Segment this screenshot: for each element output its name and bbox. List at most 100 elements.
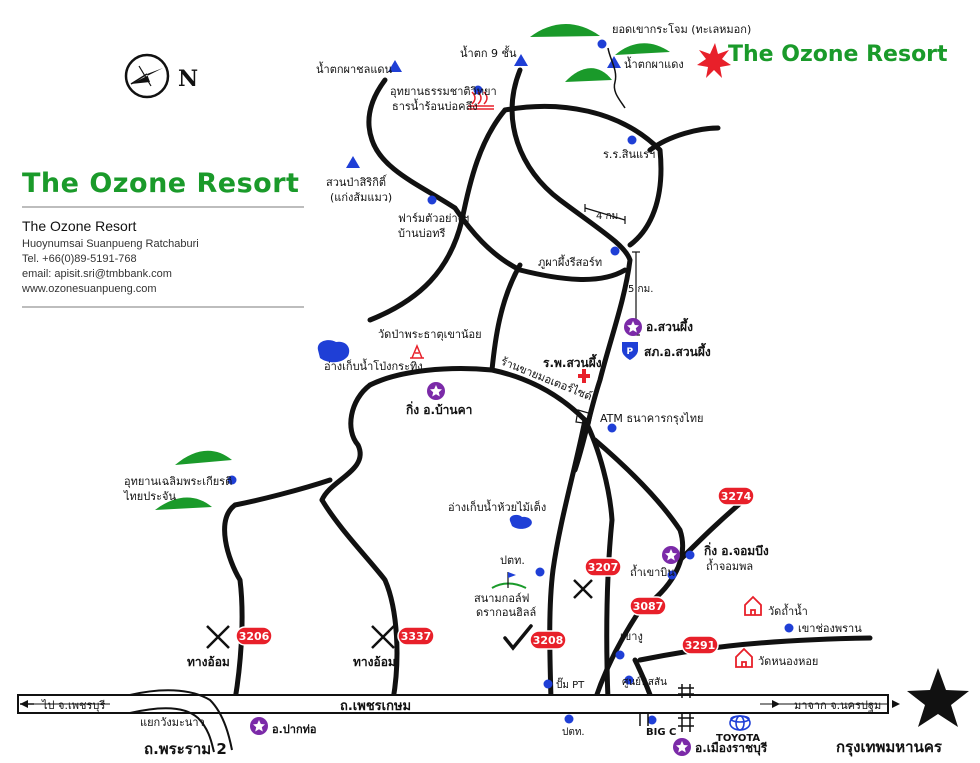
divider-top <box>22 206 304 208</box>
arrow-in-icon <box>772 700 780 708</box>
svg-text:3206: 3206 <box>239 630 270 643</box>
district-star-icon <box>427 382 445 400</box>
label-school-sinrae: ร.ร.สินแร่ฯ <box>603 148 655 161</box>
poi-dot <box>667 570 677 580</box>
hot-spring-icon <box>468 91 494 110</box>
label-amphoe-suanphueng: อ.สวนผึ้ง <box>646 317 693 334</box>
route-badge-3087: 3087 <box>629 596 667 616</box>
label-bigc: BIG C <box>646 727 676 738</box>
label-wat-nonghoi: วัดหนองหอย <box>758 655 818 668</box>
road-east-3087 <box>592 437 686 703</box>
mountain-icon <box>615 43 670 55</box>
rail-icon <box>678 684 694 698</box>
waterfall-icon <box>388 60 402 72</box>
divider-bottom <box>22 306 304 308</box>
cross-icon <box>573 579 593 599</box>
label-to-phetchaburi: ไป จ.เพชรบุรี <box>41 699 105 712</box>
poi-dot <box>607 423 617 433</box>
cross-icon <box>371 625 395 649</box>
poi-dot <box>227 475 237 485</box>
label-km4: 4 กม. <box>596 211 621 222</box>
highway-phetkasem <box>17 689 900 753</box>
label-wat-thamnam: วัดถ้ำน้ำ <box>768 603 808 618</box>
info-name: The Ozone Resort <box>22 218 137 234</box>
label-king-chombueng-2: ถ้ำจอมพล <box>706 558 753 573</box>
label-tang-om-2: ทางอ้อม <box>353 655 396 669</box>
poi-dot <box>615 650 625 660</box>
svg-text:3207: 3207 <box>588 561 619 574</box>
label-waterfall-9: น้ำตก 9 ชั้น <box>460 45 517 60</box>
label-from-nakhonpathom: มาจาก จ.นครปฐม <box>794 699 881 712</box>
road-upper-loop <box>502 103 664 248</box>
svg-text:3291: 3291 <box>685 639 716 652</box>
svg-text:P: P <box>627 347 634 357</box>
poi-dot <box>535 567 545 577</box>
label-golf-1: สนามกอล์ฟ <box>474 592 529 605</box>
label-khao-chongpran: เขาช่องพราน <box>798 622 862 635</box>
road-3206 <box>222 477 333 703</box>
route-badge-3274: 3274 <box>717 486 755 506</box>
label-center-nisan: ศูนย์นิสสัน <box>622 676 667 688</box>
cross-markers <box>206 579 593 649</box>
label-nature-park: อุทยานธรรมชาติวิทยา <box>390 85 497 98</box>
label-king-chombueng-1: กิ่ง อ.จอมบึง <box>704 542 769 558</box>
rail-icon <box>639 712 649 726</box>
label-park-chaloem-1: อุทยานเฉลิมพระเกียรติ <box>124 475 232 488</box>
label-toyota: TOYOTA <box>716 733 760 744</box>
label-mueang-ratchaburi: อ.เมืองราชบุรี <box>695 741 768 756</box>
house-icon <box>735 647 753 668</box>
poi-dot <box>624 675 634 685</box>
label-police-suanphueng: สภ.อ.สวนผึ้ง <box>644 342 711 359</box>
poi-dot <box>784 623 794 633</box>
rail-icon <box>678 712 694 732</box>
poi-dot <box>627 135 637 145</box>
route-badges: 3206 3337 3208 3207 3087 3274 3291 <box>235 486 755 655</box>
reservoir-huai-icon <box>509 514 532 529</box>
route-badge-3291: 3291 <box>681 635 719 655</box>
label-reservoir-huai: อ่างเก็บน้ำห้วยไม้เต็ง <box>448 499 546 514</box>
road-west-diagonal <box>367 107 508 323</box>
toyota-logo-icon <box>729 715 751 731</box>
house-icons <box>735 595 762 668</box>
waterfall-icon <box>607 56 621 68</box>
intersection-detail <box>575 409 593 425</box>
road-resort-link <box>647 125 721 153</box>
road-north-vertical <box>489 262 523 373</box>
label-peak-krachom: ยอดเขากระโจม (ทะเลหมอก) <box>612 22 751 36</box>
police-shield-icon: P <box>622 342 638 360</box>
road-bankha <box>367 366 588 423</box>
golf-flag-icon <box>491 572 527 589</box>
label-suan-pa-2: (แก่งส้มแมว) <box>330 191 392 204</box>
label-park-chaloem-2: ไทยประจัน <box>123 490 176 503</box>
compass-north-label: N <box>178 66 198 92</box>
label-farm-2: บ้านบ่อทรี <box>398 227 446 240</box>
label-reservoir-pong: อ่างเก็บน้ำโป่งกระทิง <box>324 358 423 373</box>
poi-dot <box>647 715 657 725</box>
waterfall-icons <box>346 54 621 168</box>
info-web: www.ozonesuanpueng.com <box>22 283 157 295</box>
temple-icon <box>410 344 424 359</box>
cross-icon <box>206 625 230 649</box>
brand-title-right: The Ozone Resort <box>728 42 948 67</box>
compass-rose-icon <box>124 53 170 99</box>
label-pump-pt: ปั๊ม PT <box>556 677 585 691</box>
label-hot-spring: ธารน้ำร้อนบ่อคลึง <box>392 98 478 113</box>
label-temple-phra: วัดป่าพระธาตุเขาน้อย <box>378 328 482 341</box>
road-3337 <box>319 497 400 703</box>
svg-text:3274: 3274 <box>721 490 752 503</box>
poi-dot <box>685 550 695 560</box>
label-bangkok: กรุงเทพมหานคร <box>836 738 943 757</box>
mountain-icon <box>565 68 612 82</box>
hospital-cross-icon <box>578 369 590 383</box>
info-address: Huoynumsai Suanpueng Ratchaburi <box>22 238 199 250</box>
rail-crossing-icons <box>639 684 694 732</box>
svg-text:3337: 3337 <box>401 630 432 643</box>
svg-text:3208: 3208 <box>533 634 564 647</box>
arrow-right-head-icon <box>892 700 900 708</box>
label-hospital: ร.พ.สวนผึ้ง <box>543 353 602 370</box>
stream-line <box>607 47 626 109</box>
poi-dot <box>610 246 620 256</box>
route-badge-3207: 3207 <box>584 557 622 577</box>
road-chalaen <box>366 77 628 282</box>
check-mark-icon <box>503 624 533 651</box>
